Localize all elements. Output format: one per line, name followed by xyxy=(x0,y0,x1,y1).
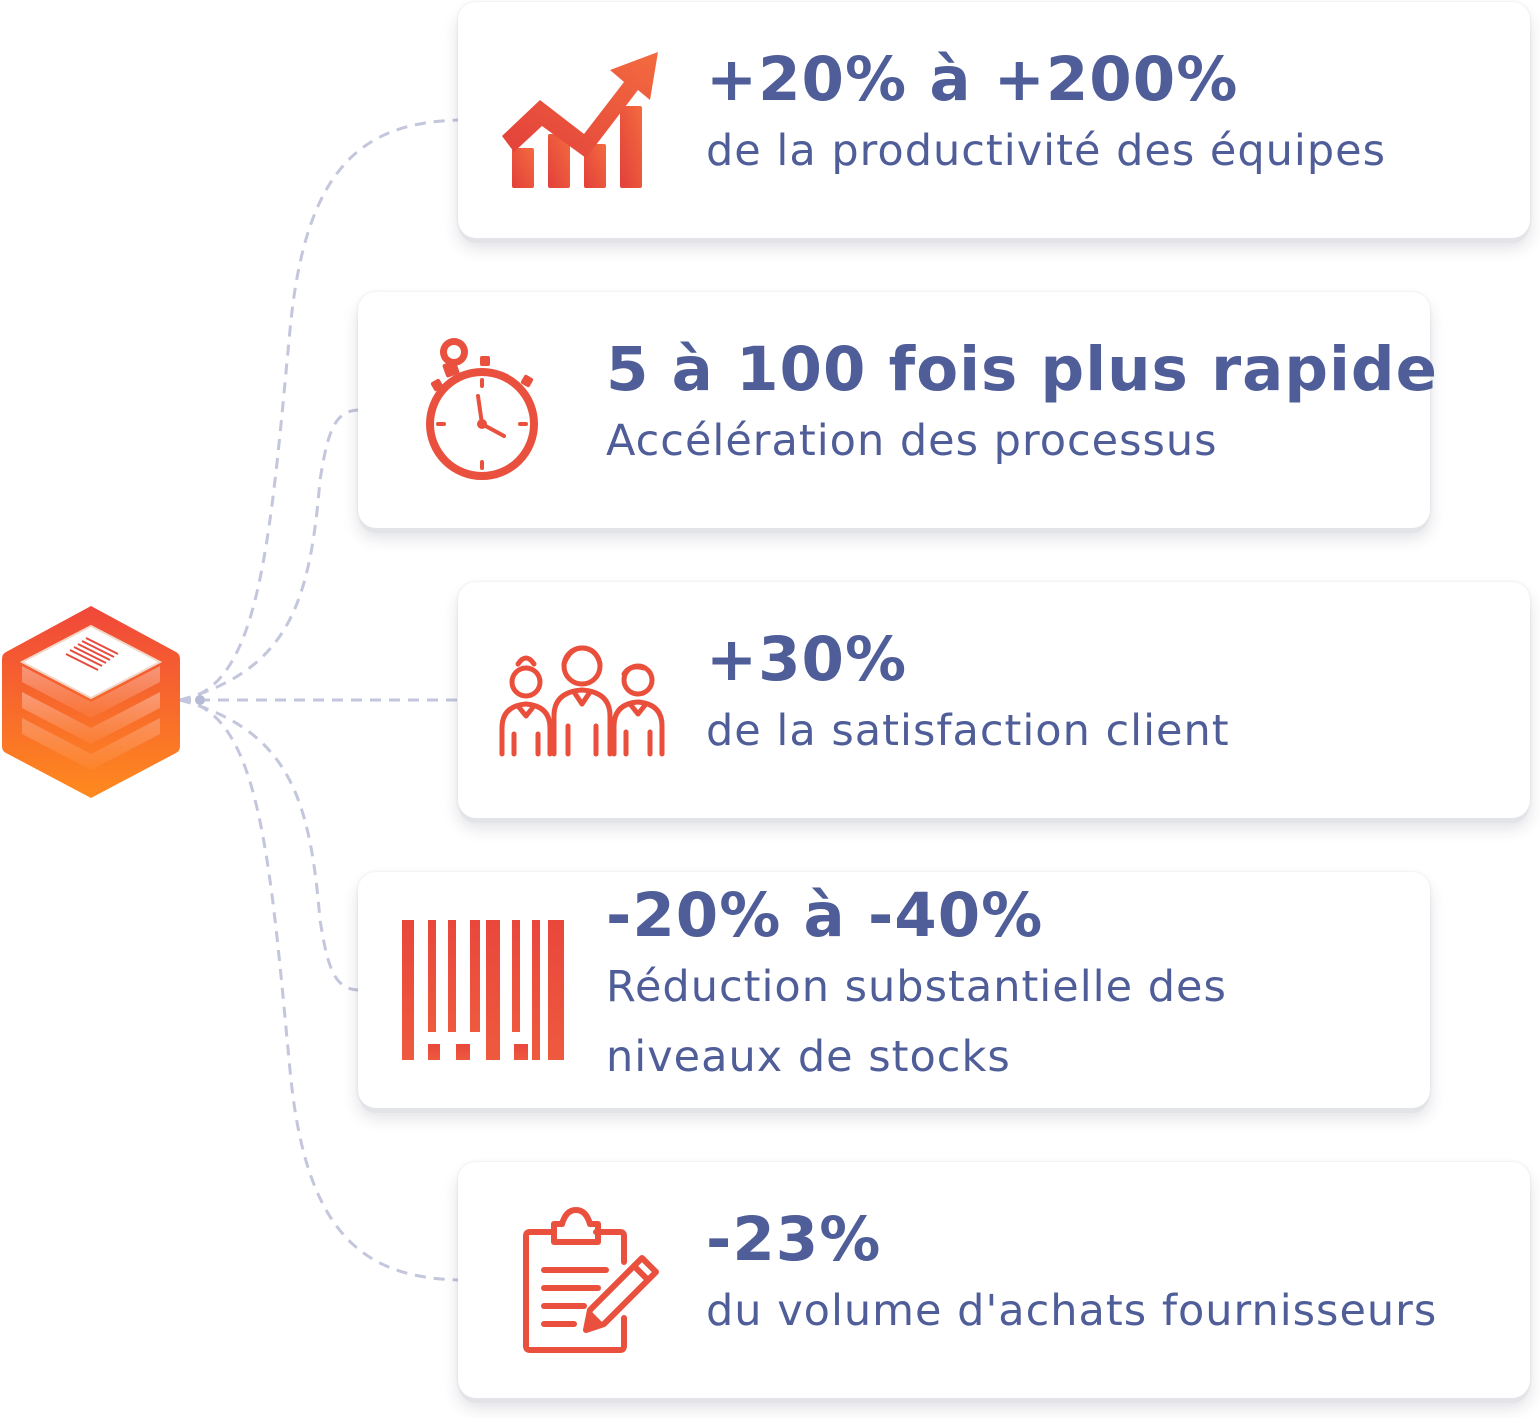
stat-text: +20% à +200% de la productivité des équi… xyxy=(706,44,1386,186)
stat-headline: 5 à 100 fois plus rapide xyxy=(606,334,1438,405)
clipboard-pencil-icon xyxy=(520,1206,662,1356)
stat-headline: +20% à +200% xyxy=(706,44,1239,115)
stat-description: Réduction substantielle des niveaux de s… xyxy=(606,962,1227,1082)
stat-headline: -20% à -40% xyxy=(606,880,1044,951)
stat-description: de la productivité des équipes xyxy=(706,126,1387,176)
connector-line xyxy=(179,408,361,702)
stat-text: -23% du volume d'achats fournisseurs xyxy=(706,1204,1437,1346)
stat-text: -20% à -40% Réduction substantielle des … xyxy=(606,880,1406,1092)
barcode-icon xyxy=(398,916,568,1064)
stat-card-satisfaction: +30% de la satisfaction client xyxy=(458,582,1530,818)
hub-cube xyxy=(2,604,180,800)
stat-description: Accélération des processus xyxy=(606,416,1218,466)
barcode-cube-icon xyxy=(2,606,180,798)
people-group-icon xyxy=(498,642,668,758)
stat-card-purchasing: -23% du volume d'achats fournisseurs xyxy=(458,1162,1530,1398)
stat-text: 5 à 100 fois plus rapide Accélération de… xyxy=(606,334,1438,476)
stat-headline: -23% xyxy=(706,1204,882,1275)
stat-text: +30% de la satisfaction client xyxy=(706,624,1230,766)
connector-hub-dot xyxy=(195,695,205,705)
stat-description: de la satisfaction client xyxy=(706,706,1230,756)
stopwatch-icon xyxy=(418,332,548,488)
growth-chart-icon xyxy=(498,48,668,198)
connector-line xyxy=(179,698,361,992)
stat-headline: +30% xyxy=(706,624,908,695)
stat-card-stock: -20% à -40% Réduction substantielle des … xyxy=(358,872,1430,1108)
stat-card-speed: 5 à 100 fois plus rapide Accélération de… xyxy=(358,292,1437,528)
stat-card-productivity: +20% à +200% de la productivité des équi… xyxy=(458,2,1530,238)
stat-description: du volume d'achats fournisseurs xyxy=(706,1286,1438,1336)
